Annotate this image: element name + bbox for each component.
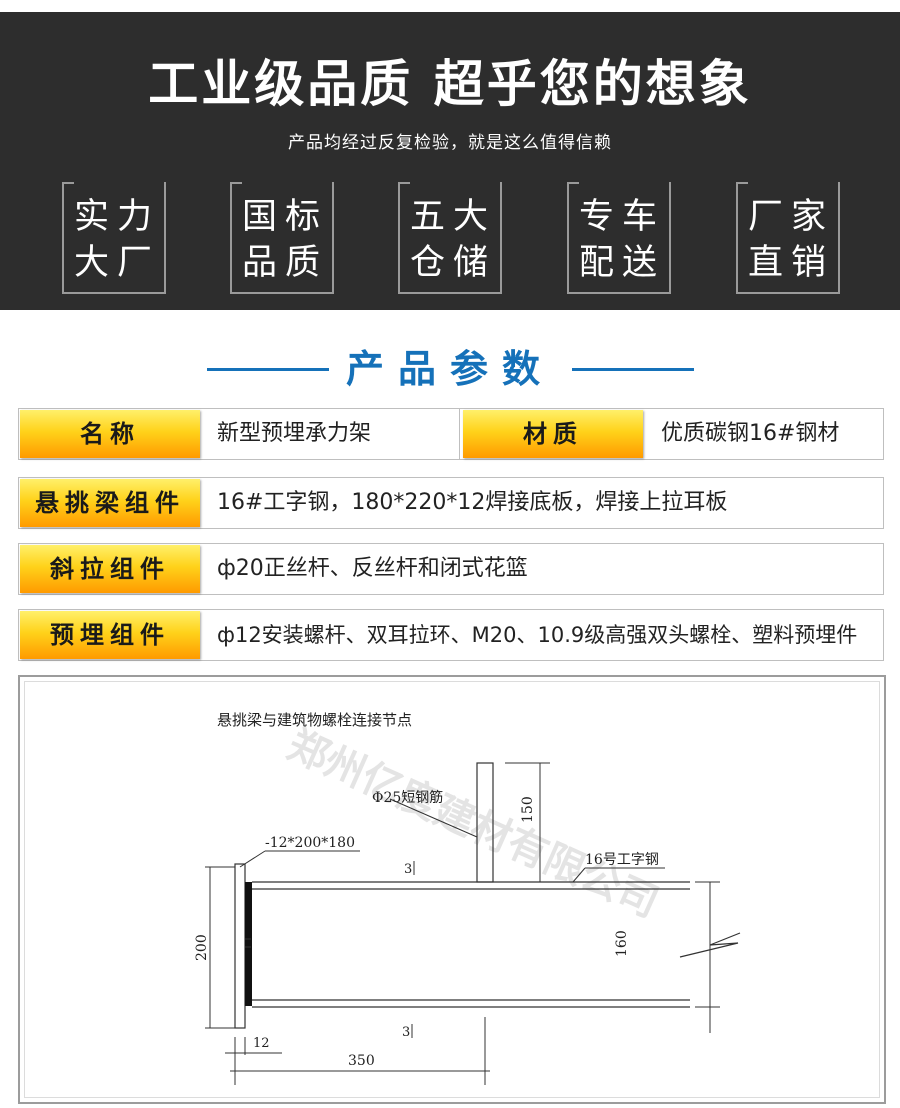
drawing-svg: 郑州亿度建材有限公司 悬挑梁与建筑物螺栓连接节点 Φ25短钢筋 150 -12*… (194, 711, 741, 1085)
name-label: 名称 (20, 410, 200, 458)
technical-drawing: 郑州亿度建材有限公司 悬挑梁与建筑物螺栓连接节点 Φ25短钢筋 150 -12*… (18, 675, 886, 1104)
material-label: 材质 (463, 410, 643, 458)
badge-line: 品质 (242, 243, 329, 283)
title-rule-left (207, 368, 329, 371)
weld-mark-bottom: 3 (402, 1025, 410, 1040)
short-rebar (476, 762, 494, 883)
badge-warehouse: 五大 仓储 (398, 182, 502, 294)
title-rule-right (572, 368, 694, 371)
badge-line: 五大 (410, 197, 497, 237)
param-row-embedded: 预埋组件 ф12安装螺杆、双耳拉环、M20、10.9级高强双头螺栓、塑料预埋件 (18, 609, 884, 661)
dim-150: 150 (520, 796, 536, 823)
dim-350: 350 (348, 1053, 375, 1069)
subheadline: 产品均经过反复检验，就是这么值得信赖 (288, 133, 612, 153)
plate-leader (239, 850, 266, 868)
badge-line: 厂家 (748, 197, 835, 237)
beam-label-drawing: 16号工字钢 (585, 852, 659, 868)
badge-line: 配送 (579, 243, 666, 283)
param-row-tension: 斜拉组件 ф20正丝杆、反丝杆和闭式花篮 (18, 543, 884, 595)
dim-12: 12 (253, 1036, 270, 1051)
badge-delivery: 专车 配送 (567, 182, 671, 294)
weld-seam (245, 882, 252, 1006)
beam-label: 悬挑梁组件 (20, 479, 200, 527)
dim-200: 200 (194, 934, 210, 961)
watermark: 郑州亿度建材有限公司 (281, 721, 666, 927)
drawing-inner-border (24, 681, 880, 1098)
param-row-name-material: 名称 新型预埋承力架 材质 优质碳钢16#钢材 (18, 408, 884, 460)
embedded-value: ф12安装螺杆、双耳拉环、M20、10.9级高强双头螺栓、塑料预埋件 (217, 623, 858, 647)
material-value: 优质碳钢16#钢材 (661, 421, 840, 446)
rebar-label: Φ25短钢筋 (372, 789, 443, 806)
badge-line: 专车 (579, 197, 666, 237)
rebar-leader (389, 798, 478, 838)
param-row-beam: 悬挑梁组件 16#工字钢，180*220*12焊接底板，焊接上拉耳板 (18, 477, 884, 529)
badge-line: 直销 (748, 243, 835, 283)
dim-160: 160 (614, 930, 630, 957)
break-symbol (679, 932, 741, 958)
badge-line: 仓储 (410, 243, 497, 283)
badge-direct-sale: 厂家 直销 (736, 182, 840, 294)
drawing-title: 悬挑梁与建筑物螺栓连接节点 (217, 711, 412, 729)
section-title: 产品参数 (345, 347, 554, 391)
divider (459, 409, 460, 459)
headline: 工业级品质 超乎您的想象 (148, 55, 752, 113)
embedded-label: 预埋组件 (20, 611, 200, 659)
tension-label: 斜拉组件 (20, 545, 200, 593)
badge-line: 国标 (242, 197, 329, 237)
badge-line: 大厂 (74, 243, 161, 283)
beam-leader (572, 867, 586, 883)
weld-mark-top: 3 (404, 862, 412, 877)
plate-label: -12*200*180 (265, 835, 355, 851)
tension-value: ф20正丝杆、反丝杆和闭式花篮 (217, 556, 528, 581)
end-plate (234, 863, 246, 1029)
hero-banner: 工业级品质 超乎您的想象 产品均经过反复检验，就是这么值得信赖 实力 大厂 国标… (0, 12, 900, 310)
badge-strength: 实力 大厂 (62, 182, 166, 294)
beam-value: 16#工字钢，180*220*12焊接底板，焊接上拉耳板 (217, 490, 728, 515)
badge-standard: 国标 品质 (230, 182, 334, 294)
name-value: 新型预埋承力架 (217, 421, 372, 446)
badge-line: 实力 (74, 197, 161, 237)
